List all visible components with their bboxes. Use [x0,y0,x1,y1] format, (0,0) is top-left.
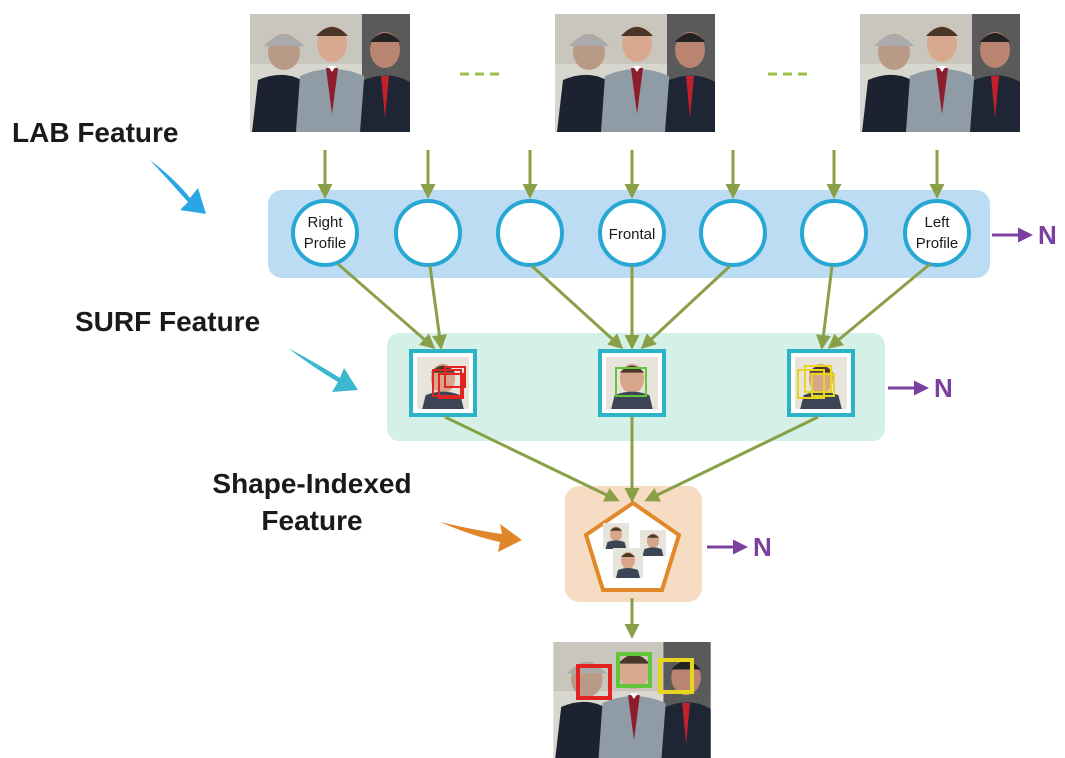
left-profile-label-1: Left [924,214,950,231]
node-right-profile [291,199,359,267]
right-profile-label-1: Right [307,214,343,231]
frontal-label: Frontal [609,226,656,243]
input-photos [250,14,1020,132]
lab-to-surf-arrows [337,262,931,350]
right-profile-label-2: Profile [304,235,347,252]
left-profile-label-2: Profile [916,235,959,252]
lab-n-label: N [1038,220,1057,250]
node-3 [496,199,564,267]
pointer-arrow-icon [288,348,358,392]
surf-to-shape-arrows [444,415,819,503]
shape-n-label: N [753,532,772,562]
node-5 [699,199,767,267]
surf-n-label: N [934,373,953,403]
photo-group-icon [860,14,1020,132]
node-frontal [598,199,666,267]
face-patch-icon [409,349,477,417]
pointer-arrow-icon [440,522,522,552]
lab-feature-label: LAB Feature [12,117,178,148]
photo-group-icon [555,14,715,132]
shape-feature-label-1: Shape-Indexed [212,468,411,499]
surf-patches [409,349,855,417]
node-left-profile [903,199,971,267]
pentagon-icon [583,500,682,592]
output-photo [553,642,711,758]
face-patch-icon [598,349,666,417]
node-2 [394,199,462,267]
lab-nodes [291,199,971,267]
input-arrows [317,150,945,199]
pointer-arrow-icon [150,160,206,214]
surf-feature-label: SURF Feature [75,306,260,337]
node-6 [800,199,868,267]
face-patch-icon [787,349,855,417]
n-arrows [707,227,1033,555]
shape-feature-label-2: Feature [261,505,362,536]
photo-group-icon [250,14,410,132]
